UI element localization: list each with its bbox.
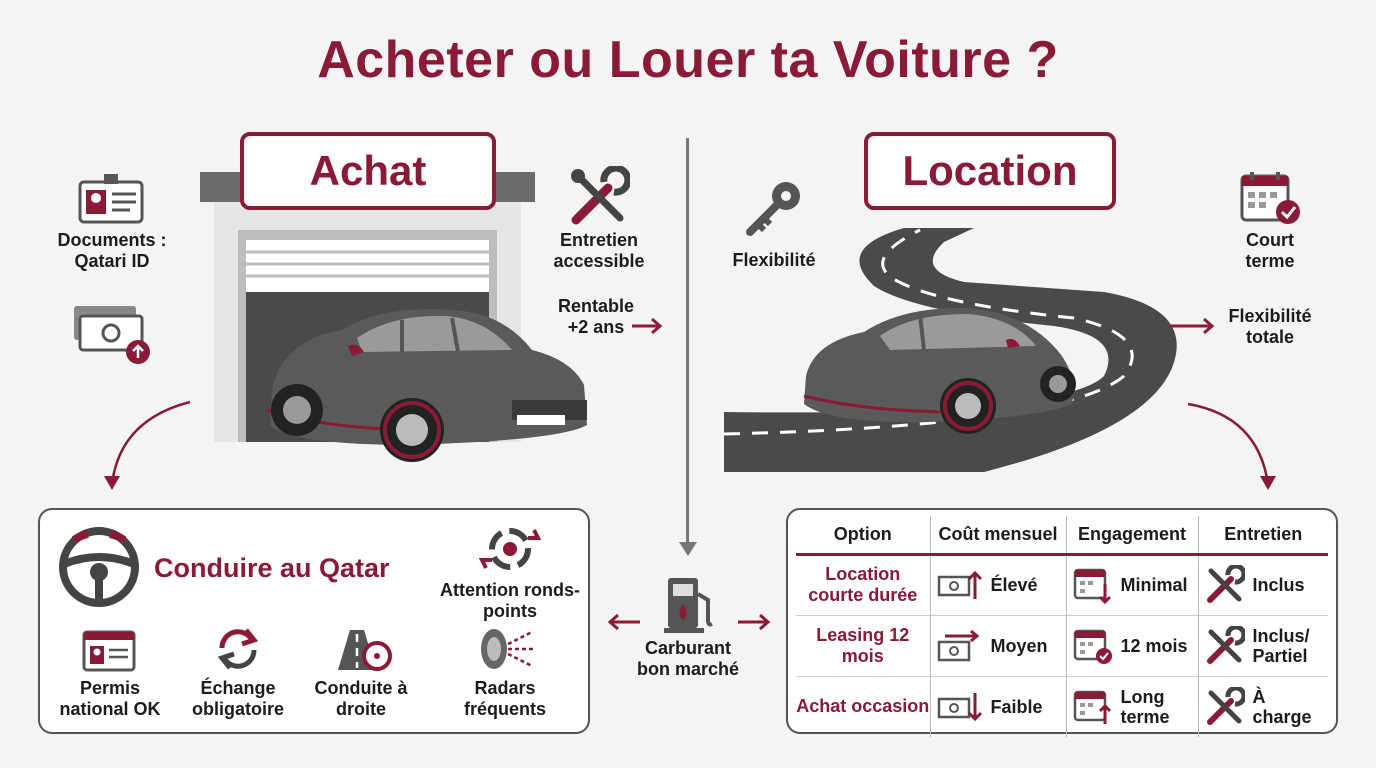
money-down-icon (937, 692, 982, 721)
comparison-table-panel: Option Coût mensuel Engagement Entretien… (786, 508, 1338, 737)
tools-icon (1206, 686, 1245, 725)
engagement-value: Long terme (1120, 686, 1170, 727)
curved-arrow-down-right-icon (1184, 400, 1284, 501)
calendar-check-icon (1240, 170, 1304, 231)
money-right-icon (937, 629, 979, 661)
center-divider (686, 138, 689, 548)
option-cell: Achat occasion (796, 675, 930, 737)
table-row: Leasing 12 mois Moyen 12 mois Inclus/ Pa… (796, 614, 1328, 676)
calendar-check-small-icon (1073, 629, 1112, 664)
comparison-table: Option Coût mensuel Engagement Entretien… (796, 516, 1328, 737)
carburant-label: Carburant bon marché (636, 638, 740, 679)
engagement-value: Minimal (1120, 575, 1188, 595)
echange-label: Échange obligatoire (191, 678, 284, 719)
entretien-label: Entretien accessible (553, 230, 645, 271)
radars-label: Radars fréquents (463, 678, 546, 719)
money-icon (70, 302, 154, 371)
curved-arrow-down-left-icon (96, 400, 196, 501)
table-row: Achat occasion Faible Long terme À charg… (796, 675, 1328, 737)
rentable-label: Rentable +2 ans (557, 296, 635, 337)
steering-wheel-icon (58, 526, 140, 613)
option-cell: Location courte durée (808, 564, 918, 605)
roundabout-label: Attention ronds-points (440, 580, 580, 621)
achat-label: Achat (240, 132, 496, 210)
conduite-label: Conduite à droite (314, 678, 408, 719)
fuel-pump-icon (662, 574, 718, 639)
arrow-right-icon (630, 316, 666, 341)
arrow-right-road-icon (1168, 316, 1220, 341)
cout-value: Élevé (990, 575, 1038, 595)
page-title: Acheter ou Louer ta Voiture ? (317, 31, 1059, 89)
road-wheel-icon (330, 628, 392, 677)
calendar-up-icon (1073, 690, 1111, 724)
permis-label: Permis national OK (59, 678, 161, 719)
roundabout-icon (478, 520, 542, 583)
engagement-value: 12 mois (1120, 635, 1188, 656)
exchange-arrows-icon (214, 626, 262, 677)
license-card-icon (82, 630, 136, 677)
col-header-option: Option (796, 516, 930, 556)
entretien-value: À charge (1252, 686, 1312, 727)
flexibilite-label: Flexibilité (732, 250, 816, 270)
location-label: Location (864, 132, 1116, 210)
col-header-engagement: Engagement (1065, 516, 1198, 556)
divider-arrow-head (677, 540, 699, 563)
key-icon (744, 178, 806, 245)
driving-qatar-title: Conduire au Qatar (154, 553, 390, 583)
money-up-icon (937, 570, 982, 599)
id-card-icon (78, 172, 144, 229)
entretien-value: Inclus/ Partiel (1252, 625, 1310, 666)
purchase-car-image (262, 300, 592, 470)
table-row: Location courte durée Élevé Minimal Incl… (796, 554, 1328, 615)
flexibilite-totale-label: Flexibilité totale (1228, 306, 1312, 347)
col-header-entretien: Entretien (1197, 516, 1328, 556)
documents-label: Documents : Qatari ID (57, 230, 167, 271)
cout-value: Faible (990, 696, 1043, 717)
driving-qatar-panel (38, 508, 590, 734)
tools-icon (1206, 565, 1245, 603)
wrench-screwdriver-icon (568, 164, 632, 233)
col-header-cout: Coût mensuel (929, 516, 1066, 556)
arrow-right-center-icon (736, 612, 774, 637)
calendar-down-icon (1073, 568, 1111, 604)
entretien-value: Inclus (1252, 575, 1305, 595)
cout-value: Moyen (990, 635, 1048, 656)
radar-icon (478, 626, 536, 677)
rental-car-image (800, 300, 1080, 442)
tools-icon (1206, 625, 1245, 664)
court-terme-label: Court terme (1245, 230, 1295, 271)
option-cell: Leasing 12 mois (796, 614, 930, 676)
arrow-left-icon (604, 612, 642, 637)
